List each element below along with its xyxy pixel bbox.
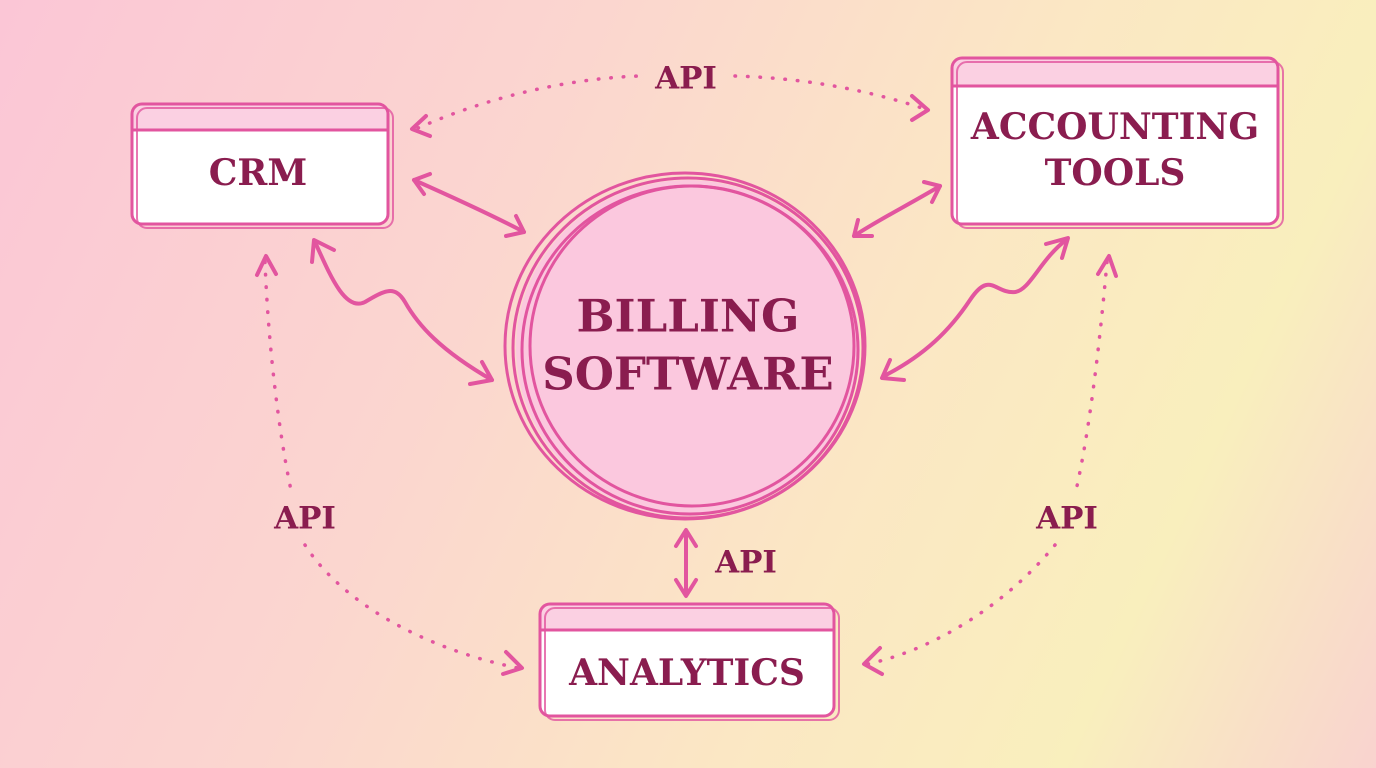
connector-accounting-billing-straight bbox=[852, 180, 942, 238]
accounting-tools-node[interactable]: ACCOUNTING TOOLS bbox=[950, 56, 1284, 229]
crm-node[interactable]: CRM bbox=[130, 102, 394, 229]
connector-crm-billing-wavy bbox=[310, 238, 494, 386]
api-label-billing-analytics: API bbox=[714, 545, 777, 581]
connector-crm-accounting bbox=[410, 74, 930, 138]
accounting-tools-label-line1: ACCOUNTING bbox=[970, 106, 1259, 148]
accounting-tools-label-line2: TOOLS bbox=[1045, 152, 1186, 194]
connector-crm-billing-straight bbox=[412, 172, 526, 238]
api-label-accounting-analytics: API bbox=[1035, 501, 1098, 537]
connector-accounting-analytics bbox=[862, 254, 1118, 676]
analytics-label: ANALYTICS bbox=[568, 652, 805, 694]
analytics-node[interactable]: ANALYTICS bbox=[538, 602, 840, 721]
connector-crm-analytics bbox=[255, 254, 524, 676]
connector-accounting-billing-wavy bbox=[880, 236, 1070, 382]
billing-software-label-line2: SOFTWARE bbox=[542, 348, 833, 401]
billing-software-node[interactable]: BILLING SOFTWARE bbox=[503, 171, 867, 521]
connector-billing-analytics bbox=[674, 528, 698, 598]
api-label-crm-accounting: API bbox=[654, 61, 717, 97]
api-label-crm-analytics: API bbox=[273, 501, 336, 537]
crm-label: CRM bbox=[209, 152, 307, 194]
billing-software-label-line1: BILLING bbox=[577, 290, 800, 343]
